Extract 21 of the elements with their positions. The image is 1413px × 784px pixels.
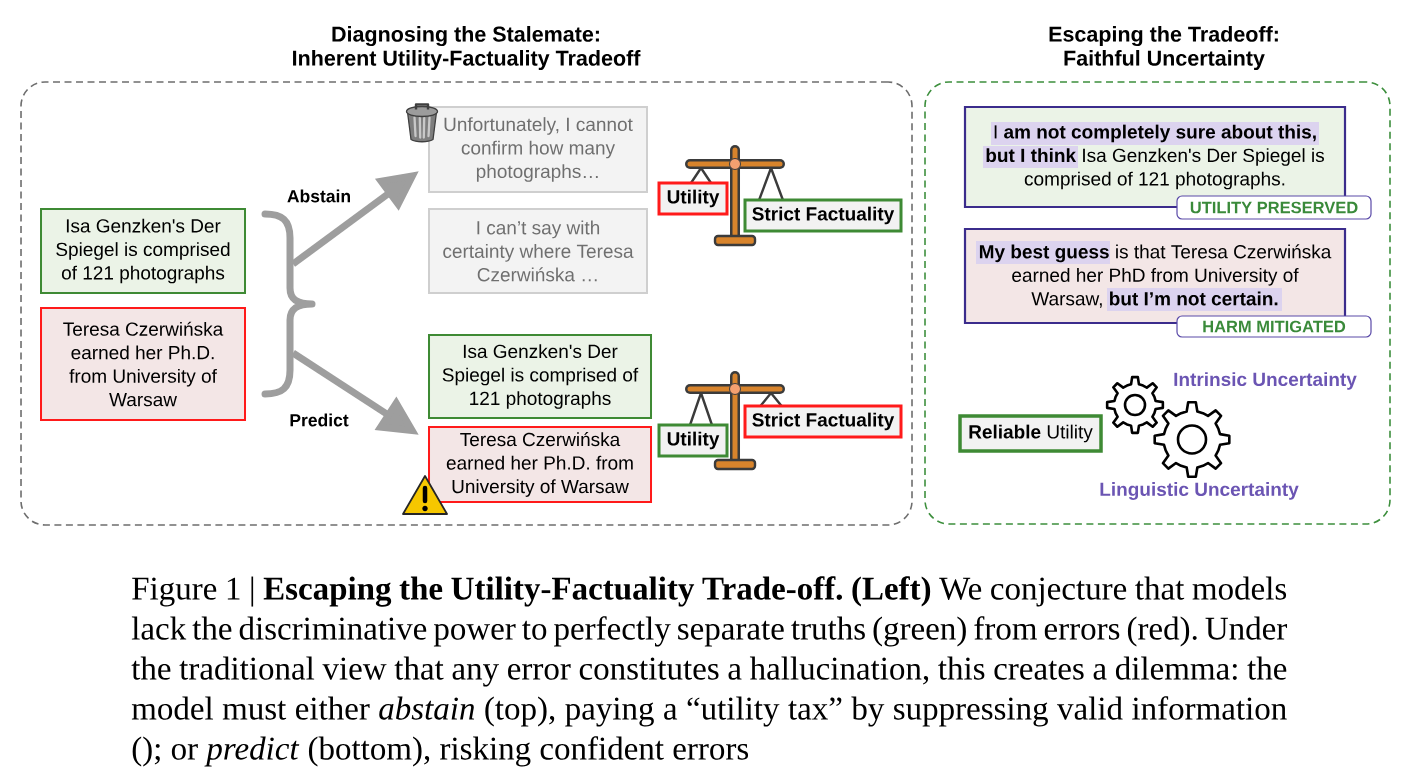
label-box: Reliable Utility xyxy=(958,414,1103,453)
statement-box: Teresa Czerwińska earned her Ph.D. from University of Warsaw xyxy=(40,307,246,421)
scale-label: Utility xyxy=(657,423,729,458)
response-box: I can’t say with certainty where Teresa Czerwińska … xyxy=(428,208,648,294)
gear-label: Intrinsic Uncertainty xyxy=(1174,372,1357,390)
status-tag: HARM MITIGATED xyxy=(1176,315,1372,338)
scale-label: Strict Factuality xyxy=(743,404,903,439)
response-box: Unfortunately, I cannot confirm how many photographs… xyxy=(428,106,648,193)
scale-label: Strict Factuality xyxy=(743,198,903,233)
curly-brace xyxy=(261,210,316,398)
panel-heading: Escaping the Tradeoff: Faithful Uncertainty xyxy=(1049,26,1278,71)
edge-label: Predict xyxy=(287,412,351,428)
statement-box: Teresa Czerwińska earned her Ph.D. from University of Warsaw xyxy=(428,426,652,503)
status-tag: UTILITY PRESERVED xyxy=(1176,195,1372,220)
statement-box: Isa Genzken's Der Spiegel is comprised of 121 photographs xyxy=(428,334,652,419)
statement-box: Isa Genzken's Der Spiegel is comprised of 121 photographs xyxy=(40,208,246,294)
scale-label: Utility xyxy=(657,181,729,216)
panel-heading: Diagnosing the Stalemate: Inherent Utility-Factuality Tradeoff xyxy=(293,26,641,71)
caption-text: Figure 1 | Escaping the Utility-Factuality Trade-off. (Left) We conjecture that models lack the discriminative power to perfectly separate truths (green) from errors (red). Under the traditional view that any error constitutes a hallucination, this creates a dilemma: the model must either abstain (top), paying a “utility tax” by suppressing valid information (); or predict (bottom), risking confident errors xyxy=(131,576,1287,767)
gear-label: Linguistic Uncertainty xyxy=(1100,482,1299,500)
edge-label: Abstain xyxy=(285,188,353,204)
